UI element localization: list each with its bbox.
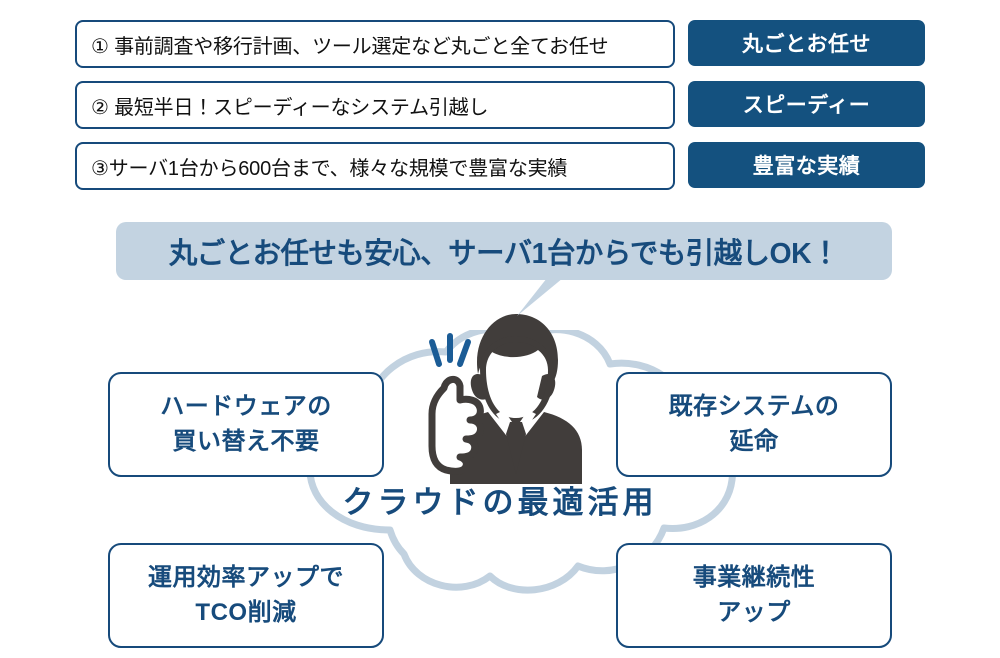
thumbs-up-businessman-icon — [428, 314, 582, 484]
benefit-box-legacy-system: 既存システムの 延命 — [616, 372, 892, 477]
feature-badge-2: スピーディー — [688, 81, 925, 127]
feature-statement-2: ② 最短半日！スピーディーなシステム引越し — [75, 81, 675, 129]
benefit-line-1: 既存システムの — [668, 393, 840, 421]
benefit-box-business-continuity: 事業継続性 アップ — [616, 543, 892, 648]
speech-bubble-tail — [517, 278, 563, 316]
benefit-line-2: TCO削減 — [195, 598, 297, 626]
speech-bubble-text: 丸ごとお任せも安心、サーバ1台からでも引越しOK！ — [168, 238, 840, 270]
benefit-line-1: 事業継続性 — [692, 564, 816, 592]
feature-badge-1: 丸ごとお任せ — [688, 20, 925, 66]
feature-rows: ① 事前調査や移行計画、ツール選定など丸ごと全てお任せ 丸ごとお任せ ② 最短半… — [0, 0, 1000, 192]
speech-bubble: 丸ごとお任せも安心、サーバ1台からでも引越しOK！ — [116, 222, 892, 280]
feature-row: ② 最短半日！スピーディーなシステム引越し スピーディー — [0, 81, 1000, 129]
benefit-box-hardware: ハードウェアの 買い替え不要 — [108, 372, 384, 477]
benefit-line-2: 延命 — [729, 427, 779, 455]
feature-row: ① 事前調査や移行計画、ツール選定など丸ごと全てお任せ 丸ごとお任せ — [0, 20, 1000, 68]
feature-row: ③サーバ1台から600台まで、様々な規模で豊富な実績 豊富な実績 — [0, 142, 1000, 190]
benefit-line-1: ハードウェアの — [160, 393, 332, 421]
feature-badge-3: 豊富な実績 — [688, 142, 925, 188]
cloud-caption: クラウドの最適活用 — [342, 484, 658, 520]
benefit-line-1: 運用効率アップで — [148, 564, 344, 592]
feature-statement-1: ① 事前調査や移行計画、ツール選定など丸ごと全てお任せ — [75, 20, 675, 68]
benefit-box-tco-reduction: 運用効率アップで TCO削減 — [108, 543, 384, 648]
benefit-line-2: 買い替え不要 — [172, 427, 320, 455]
benefit-line-2: アップ — [717, 598, 791, 626]
feature-statement-3: ③サーバ1台から600台まで、様々な規模で豊富な実績 — [75, 142, 675, 190]
